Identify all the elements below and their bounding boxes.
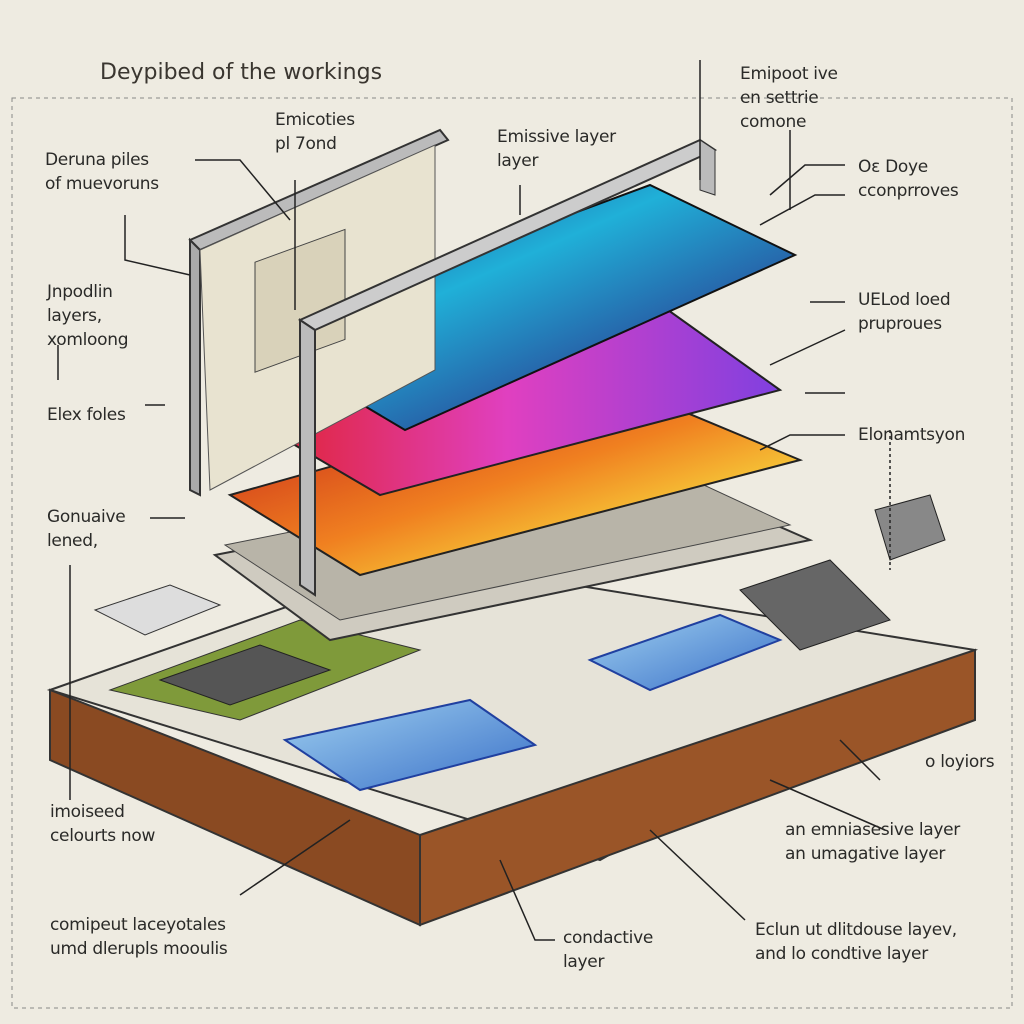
display-frames [188, 128, 718, 597]
label-uelod: UELod loed pruproues [858, 288, 951, 336]
label-line: cconprroves [858, 181, 959, 201]
diagram-title: Deypibed of the workings [100, 60, 383, 85]
label-line: comipeut laceyotales [50, 915, 226, 935]
label-line: Emissive layer [497, 127, 616, 147]
label-oe-doye: Oε Doye cconprroves [858, 155, 959, 203]
label-line: of muevoruns [45, 174, 159, 194]
label-line: o loyiors [925, 752, 995, 772]
label-gonuaive: Gonuaive lened, [47, 505, 126, 553]
label-line: Emipoot ive [740, 64, 838, 84]
label-line: xomloong [47, 330, 129, 350]
label-line: celourts now [50, 826, 156, 846]
label-line: lened, [47, 531, 98, 551]
label-line: an emniasesive layer [785, 820, 960, 840]
label-line: en settrie [740, 88, 819, 108]
label-line: UELod loed [858, 290, 951, 310]
label-condactive: condactive layer [563, 926, 653, 974]
label-line: Jnpodlin [47, 282, 113, 302]
label-emissive: Emissive layer layer [497, 125, 616, 173]
dashed-frame [11, 97, 1013, 1009]
label-line: pl 7ond [275, 134, 337, 154]
base-board [46, 494, 978, 927]
label-line: Deruna piles [45, 150, 149, 170]
label-elex: Elex foles [47, 403, 126, 427]
layer-stack [212, 183, 814, 642]
label-line: Oε Doye [858, 157, 928, 177]
label-line: layer [563, 952, 605, 972]
label-imoiseed: imoiseed celourts now [50, 800, 155, 848]
label-line: Elonamtsyon [858, 425, 966, 445]
leader-lines [57, 60, 891, 941]
label-line: imoiseed [50, 802, 125, 822]
label-emniasesive: an emniasesive layer an umagative layer [785, 818, 960, 866]
label-line: and lo condtive layer [755, 944, 928, 964]
label-eclun: Eclun ut dlitdouse layev, and lo condtive… [755, 918, 957, 966]
label-line: layer [497, 151, 539, 171]
label-comipeut: comipeut laceyotales umd dlerupls mooulis [50, 913, 228, 961]
label-elonamtsyon: Elonamtsyon [858, 423, 965, 447]
label-line: Eclun ut dlitdouse layev, [755, 920, 957, 940]
label-o-loyiors: o loyiors [925, 750, 995, 774]
label-line: umd dlerupls mooulis [50, 939, 228, 959]
label-line: condactive [563, 928, 653, 948]
label-line: Elex foles [47, 405, 126, 425]
label-emicoties: Emicoties pl 7ond [275, 108, 355, 156]
label-line: an umagative layer [785, 844, 946, 864]
label-line: Gonuaive [47, 507, 126, 527]
label-line: pruproues [858, 314, 942, 334]
label-line: Emicoties [275, 110, 355, 130]
label-jnpodlin: Jnpodlin layers, xomloong [47, 280, 129, 352]
label-emipoot: Emipoot ive en settrie comone [740, 62, 838, 134]
label-line: layers, [47, 306, 102, 326]
label-line: comone [740, 112, 807, 132]
label-deruna: Deruna piles of muevoruns [45, 148, 159, 196]
